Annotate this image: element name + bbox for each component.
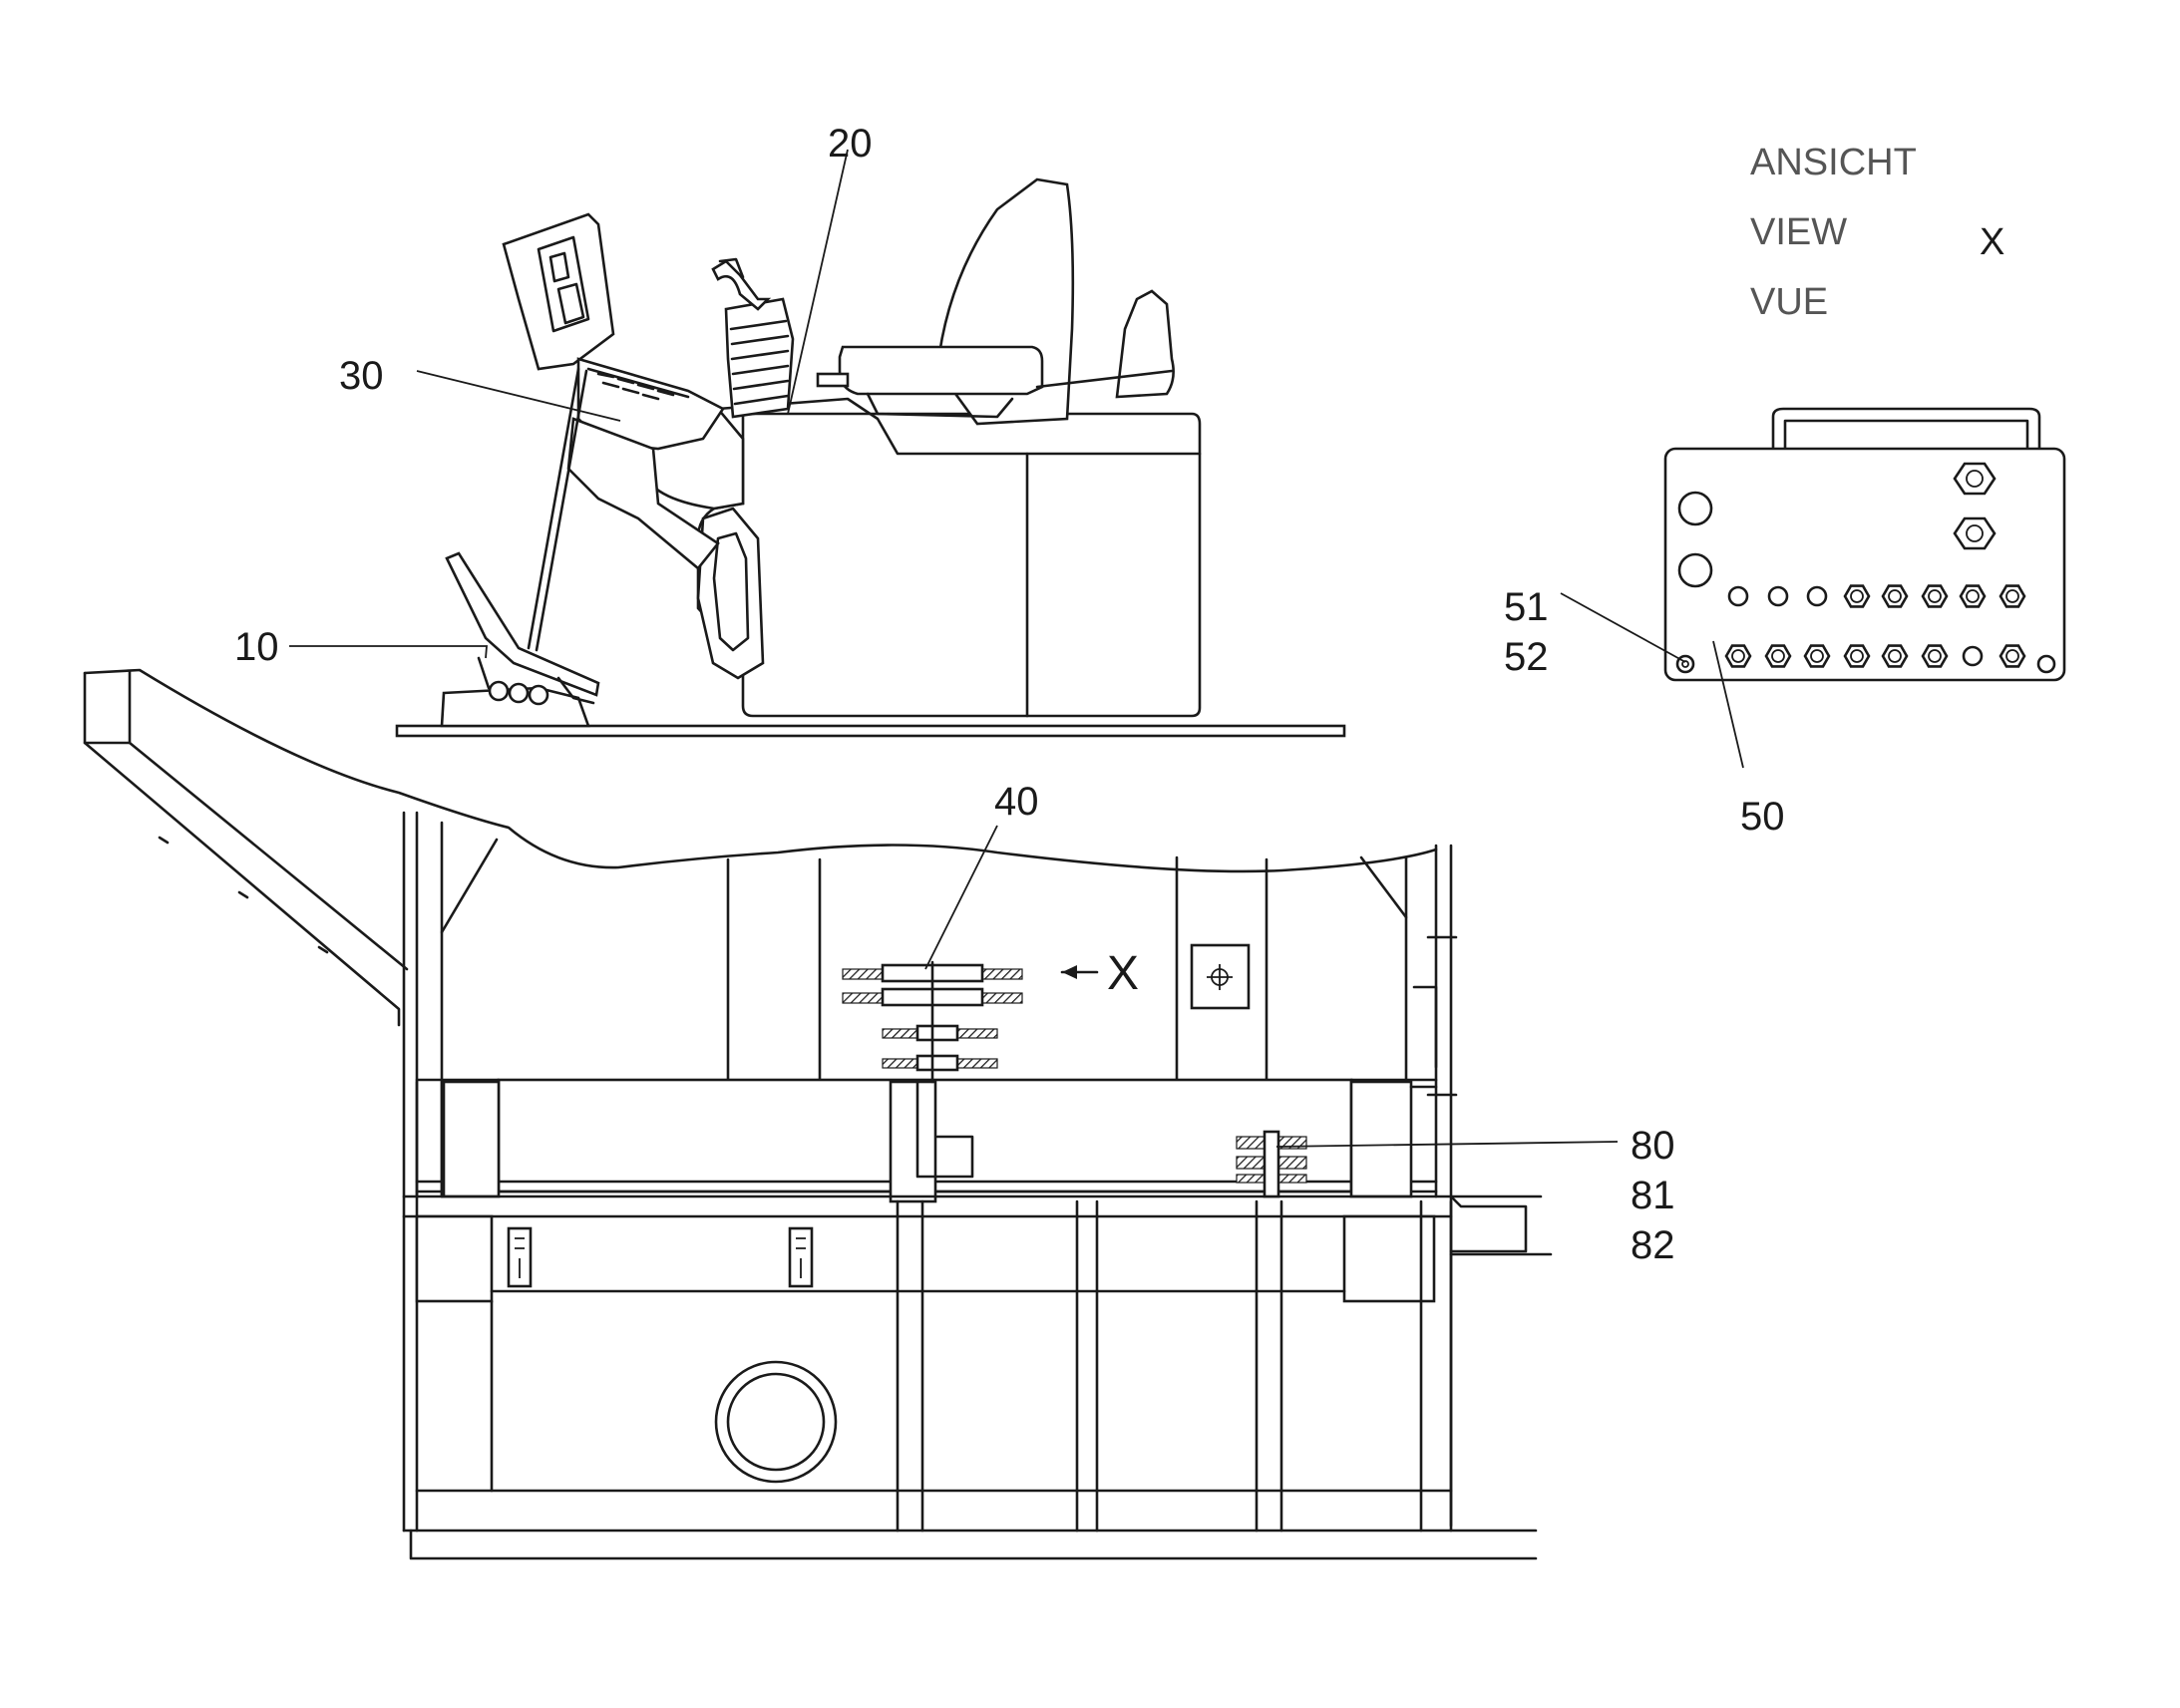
numeral-80: 80 <box>1631 1124 1675 1168</box>
hex-fitting-bore <box>1888 649 1902 663</box>
leader-10 <box>289 645 488 659</box>
machine-frame <box>83 668 1553 1560</box>
leader-50 <box>1712 640 1744 769</box>
leader-30 <box>416 370 621 422</box>
hex-fitting-bore <box>1928 649 1942 663</box>
hex-fitting <box>1998 644 2026 668</box>
plug-hole <box>1806 585 1828 607</box>
hex-fitting-bore <box>1888 589 1902 603</box>
hex-fitting-bore <box>1850 589 1864 603</box>
leader-51-52 <box>1560 592 1686 663</box>
control-terminal <box>502 212 725 570</box>
break-line <box>83 668 1438 873</box>
numeral-50: 50 <box>1740 795 1785 839</box>
hex-fitting <box>1959 584 1987 608</box>
view-caption-marker: X <box>1980 221 2004 263</box>
hex-fitting <box>1881 584 1909 608</box>
numeral-81: 81 <box>1631 1174 1675 1217</box>
hex-fitting-bore <box>2005 589 2019 603</box>
hex-fitting-bore <box>1850 649 1864 663</box>
numeral-52: 52 <box>1504 635 1549 679</box>
view-caption-ansicht: ANSICHT <box>1750 142 1917 183</box>
hex-fitting <box>1921 584 1949 608</box>
leader-40 <box>924 825 998 970</box>
hex-fitting-bore <box>2005 649 2019 663</box>
section-arrow-head <box>1062 965 1077 979</box>
plug-hole <box>1962 645 1984 667</box>
numeral-10: 10 <box>234 625 279 669</box>
hex-fitting <box>1764 644 1792 668</box>
fitting-row-upper <box>1727 584 2026 608</box>
hex-fitting <box>1921 644 1949 668</box>
operator-seat <box>838 177 1175 426</box>
labels: ANSICHT VIEW VUE X X 10 20 30 40 50 51 5… <box>234 122 2004 1267</box>
numeral-51: 51 <box>1504 585 1549 629</box>
leader-20 <box>787 149 849 415</box>
fitting-row-lower <box>1724 644 2026 668</box>
numeral-30: 30 <box>339 354 384 398</box>
round-port <box>714 1360 838 1484</box>
hex-fitting <box>1843 584 1871 608</box>
hex-fitting-bore <box>1771 649 1785 663</box>
leader-80-82 <box>1275 1141 1619 1148</box>
fixture-box <box>1190 943 1251 1010</box>
pedal-assembly <box>440 551 600 728</box>
control-rod <box>527 367 580 650</box>
plug-hole <box>1767 585 1789 607</box>
hex-fitting-bore <box>1928 589 1942 603</box>
hex-fitting-bore <box>1731 649 1745 663</box>
hex-fitting-bore <box>1810 649 1824 663</box>
numeral-82: 82 <box>1631 1223 1675 1267</box>
numeral-20: 20 <box>828 122 873 166</box>
floor-plate <box>395 724 1346 738</box>
hex-fitting-bore <box>1966 589 1980 603</box>
large-fitting-bottom <box>1953 516 1997 550</box>
leader-lines <box>289 149 1744 1148</box>
hex-fitting <box>1803 644 1831 668</box>
view-caption-view: VIEW <box>1750 211 1847 253</box>
view-caption-vue: VUE <box>1750 281 1828 323</box>
operator-station <box>395 177 1346 738</box>
large-fitting-top <box>1953 462 1997 496</box>
hex-fitting <box>1724 644 1752 668</box>
view-x-panel <box>1663 407 2066 682</box>
hex-fitting <box>1881 644 1909 668</box>
numeral-40: 40 <box>994 780 1039 824</box>
plug-hole <box>1727 585 1749 607</box>
seat-console <box>641 397 1202 718</box>
joystick <box>711 257 850 419</box>
hex-fitting <box>1843 644 1871 668</box>
section-arrow-label: X <box>1107 947 1139 1000</box>
hose-connector-bank <box>842 960 1023 1084</box>
connector-plate <box>1663 447 2066 682</box>
hex-fitting <box>1998 584 2026 608</box>
